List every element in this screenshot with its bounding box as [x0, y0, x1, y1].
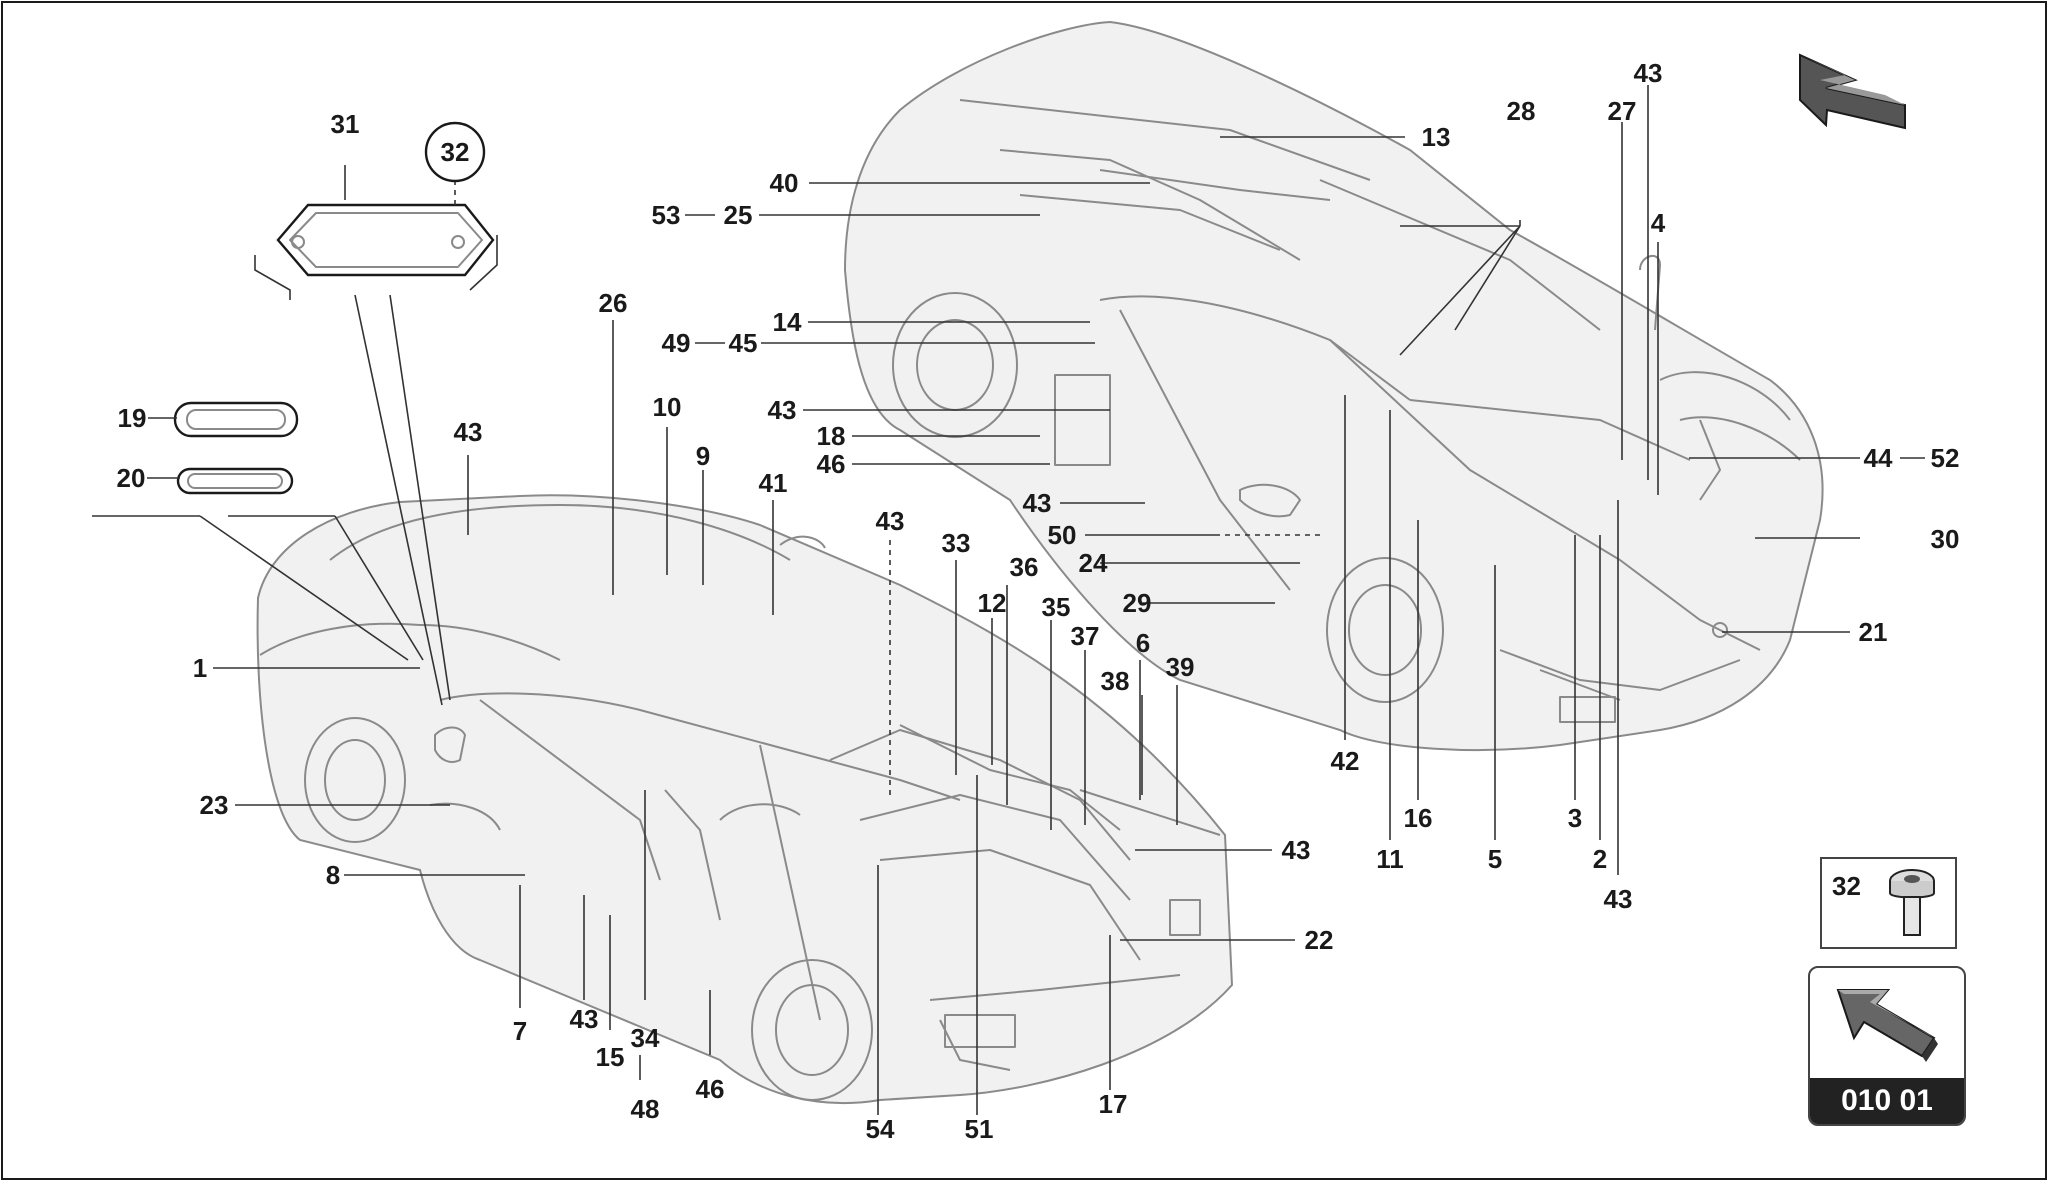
callout-51: 51 — [965, 1114, 994, 1144]
callout-43-intake: 43 — [768, 395, 797, 425]
callout-21: 21 — [1859, 617, 1888, 647]
callout-29: 29 — [1123, 588, 1152, 618]
callout-25: 25 — [724, 200, 753, 230]
callout-50: 50 — [1048, 520, 1077, 550]
callout-46-front: 46 — [817, 449, 846, 479]
callout-43-roof: 43 — [876, 506, 905, 536]
leader-lines — [92, 85, 1925, 1115]
callout-23: 23 — [200, 790, 229, 820]
callout-13: 13 — [1422, 122, 1451, 152]
callout-36: 36 — [1010, 552, 1039, 582]
callout-28: 28 — [1507, 96, 1536, 126]
callout-9: 9 — [696, 441, 710, 471]
page-code-box: 010 01 — [1808, 966, 1966, 1126]
badge-detail — [254, 121, 498, 706]
small-badges — [173, 401, 299, 495]
callout-43-top: 43 — [1634, 58, 1663, 88]
callout-42: 42 — [1331, 746, 1360, 776]
callout-37: 37 — [1071, 621, 1100, 651]
callout-43-spoiler: 43 — [1282, 835, 1311, 865]
callout-5: 5 — [1488, 844, 1502, 874]
callout-20: 20 — [117, 463, 146, 493]
callout-10: 10 — [653, 392, 682, 422]
callout-27: 27 — [1608, 96, 1637, 126]
callout-1: 1 — [193, 653, 207, 683]
callout-34: 34 — [631, 1023, 660, 1053]
callout-12: 12 — [978, 588, 1007, 618]
callout-38: 38 — [1101, 666, 1130, 696]
bolt-detail-box: 32 — [1820, 857, 1957, 949]
callout-19: 19 — [118, 403, 147, 433]
callout-4: 4 — [1651, 208, 1666, 238]
callout-43-bumper: 43 — [1604, 884, 1633, 914]
callout-33: 33 — [942, 528, 971, 558]
page-code: 010 01 — [1810, 1078, 1964, 1124]
callout-6: 6 — [1136, 628, 1150, 658]
callout-3: 3 — [1568, 803, 1582, 833]
callout-26: 26 — [599, 288, 628, 318]
callout-22: 22 — [1305, 925, 1334, 955]
callout-8: 8 — [326, 860, 340, 890]
bolt-icon — [1889, 869, 1935, 936]
callout-31: 31 — [331, 109, 360, 139]
callout-17: 17 — [1099, 1089, 1128, 1119]
callout-46-rear: 46 — [696, 1074, 725, 1104]
callout-52: 52 — [1931, 443, 1960, 473]
callout-43-rear-roof: 43 — [454, 417, 483, 447]
callout-43-sill: 43 — [570, 1004, 599, 1034]
callout-16: 16 — [1404, 803, 1433, 833]
navigation-arrow-icon[interactable] — [1810, 968, 1960, 1076]
callout-44: 44 — [1864, 443, 1893, 473]
callout-7: 7 — [513, 1016, 527, 1046]
callout-49: 49 — [662, 328, 691, 358]
callout-30: 30 — [1931, 524, 1960, 554]
callout-41: 41 — [759, 468, 788, 498]
callout-40: 40 — [770, 168, 799, 198]
bolt-part-number: 32 — [1832, 871, 1861, 901]
callout-32: 32 — [441, 137, 470, 167]
callout-11: 11 — [1376, 844, 1404, 874]
callout-24: 24 — [1079, 548, 1108, 578]
callout-14: 14 — [773, 307, 802, 337]
callout-labels: 31 32 19 20 43 1 23 8 7 43 15 48 34 46 2… — [117, 58, 1960, 1144]
car-rear-view — [256, 494, 1234, 1105]
callout-18: 18 — [817, 421, 846, 451]
callout-15: 15 — [596, 1042, 625, 1072]
car-front-view — [843, 20, 1824, 751]
callout-circle — [424, 121, 486, 183]
callout-39: 39 — [1166, 652, 1195, 682]
callout-53: 53 — [652, 200, 681, 230]
callout-45: 45 — [729, 328, 758, 358]
callout-2: 2 — [1593, 844, 1607, 874]
callout-43-door: 43 — [1023, 488, 1052, 518]
direction-arrow-icon — [1799, 53, 1906, 130]
callout-48: 48 — [631, 1094, 660, 1124]
callout-54: 54 — [866, 1114, 895, 1144]
callout-35: 35 — [1042, 592, 1071, 622]
